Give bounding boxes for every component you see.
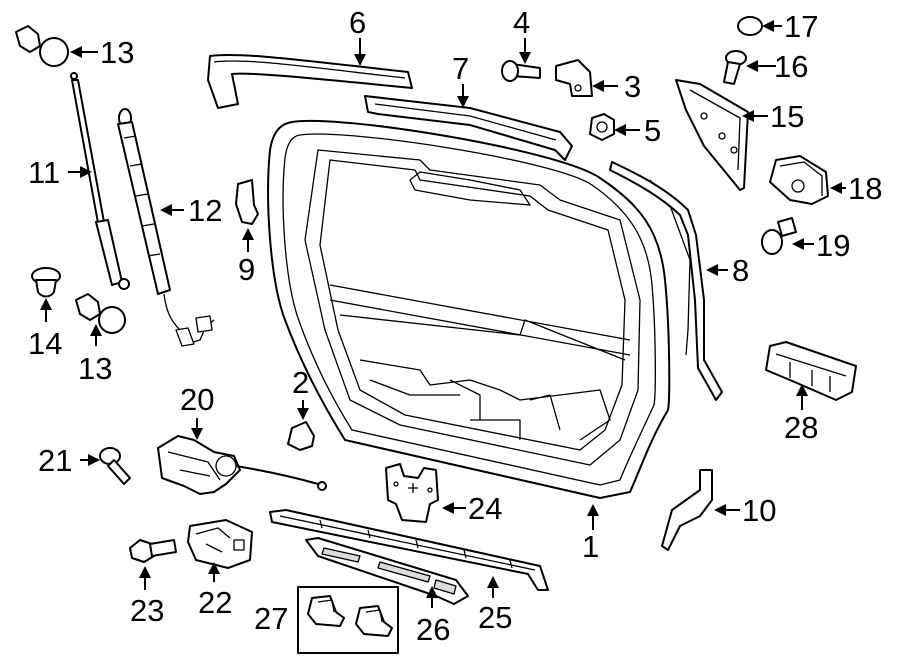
callout-9: 9 — [238, 252, 255, 287]
upper-molding — [207, 53, 413, 109]
callout-24: 24 — [468, 491, 502, 526]
liftgate-panel — [267, 119, 691, 499]
callout-25: 25 — [478, 600, 512, 635]
callout-21: 21 — [38, 443, 72, 478]
trim-strip — [364, 95, 573, 161]
callout-27: 27 — [254, 601, 288, 636]
gas-strut-left — [70, 72, 130, 290]
callout-20: 20 — [180, 382, 214, 417]
callout-12: 12 — [188, 193, 222, 228]
cap — [737, 16, 763, 36]
latch-bolt — [99, 447, 131, 485]
hinge-nut — [589, 113, 615, 141]
lower-side-bracket — [661, 469, 713, 551]
bumper-stop — [287, 421, 315, 451]
callout-1: 1 — [582, 529, 599, 564]
callout-14: 14 — [28, 326, 62, 361]
callout-4: 4 — [513, 5, 530, 40]
lock-actuator — [187, 519, 253, 569]
striker-bracket — [769, 155, 829, 205]
clips-box — [297, 586, 399, 654]
callout-5: 5 — [644, 113, 661, 148]
lower-trim-bar — [269, 509, 549, 591]
callout-15: 15 — [770, 99, 804, 134]
callout-16: 16 — [774, 49, 808, 84]
bumper-bolt — [761, 217, 797, 255]
callout-labels: 1 2 3 4 5 6 7 8 9 10 11 12 13 13 14 15 1… — [28, 5, 882, 647]
latch-assembly — [157, 435, 327, 495]
callout-23: 23 — [130, 593, 164, 628]
callout-8: 8 — [732, 253, 749, 288]
callout-2: 2 — [292, 365, 309, 400]
reinforcement-plate — [385, 463, 439, 523]
callout-19: 19 — [816, 228, 850, 263]
callout-arrows — [40, 20, 846, 608]
callout-13-upper: 13 — [100, 35, 134, 70]
screw — [723, 50, 747, 85]
corner-bracket — [675, 79, 749, 191]
callout-6: 6 — [349, 5, 366, 40]
callout-10: 10 — [742, 493, 776, 528]
latch-striker — [765, 341, 857, 401]
ball-stud-upper — [15, 25, 69, 67]
ball-stud-lower — [75, 293, 126, 334]
callout-13-lower: 13 — [78, 351, 112, 386]
actuator-bolt — [129, 539, 177, 563]
callout-26: 26 — [416, 612, 450, 647]
bracket-small — [235, 179, 259, 225]
license-lamp-trim — [305, 537, 469, 605]
grommet — [31, 267, 61, 298]
callout-7: 7 — [452, 51, 469, 86]
hinge — [555, 59, 593, 97]
callout-18: 18 — [848, 171, 882, 206]
callout-28: 28 — [784, 410, 818, 445]
callout-22: 22 — [198, 585, 232, 620]
callout-11: 11 — [28, 155, 60, 190]
power-strut-right — [117, 108, 215, 347]
hinge-bolt — [501, 60, 541, 82]
callout-3: 3 — [624, 69, 641, 104]
side-weatherstrip — [609, 161, 723, 401]
callout-17: 17 — [784, 9, 818, 44]
